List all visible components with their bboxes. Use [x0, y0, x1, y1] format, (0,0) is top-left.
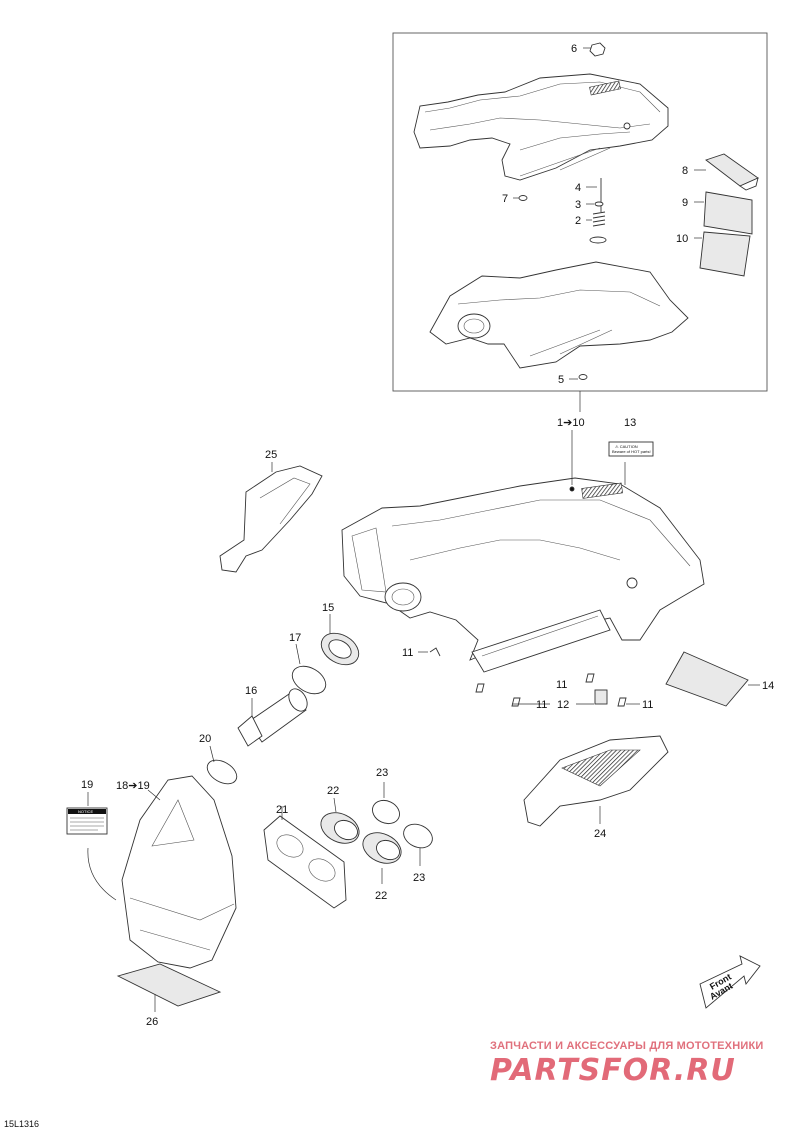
caution-decal-text: Beware of HOT parts!	[612, 449, 651, 454]
watermark-tagline: ЗАПЧАСТИ И АКСЕССУАРЫ ДЛЯ МОТОТЕХНИКИ	[490, 1040, 763, 1052]
callout-19: 19	[81, 779, 93, 791]
callout-16: 16	[245, 685, 257, 697]
callout-15: 15	[322, 602, 334, 614]
upper-housing-drawing	[413, 73, 669, 181]
filter-pads-drawing	[694, 153, 759, 277]
callout-20: 20	[199, 733, 211, 745]
callout-2: 2	[575, 215, 581, 227]
notice-decal-19: NOTICE	[66, 792, 117, 901]
intake-tube-16-drawing	[237, 688, 308, 747]
lower-duct-24-drawing	[523, 735, 669, 827]
filter-housing-18-drawing	[121, 775, 237, 969]
callout-18-19: 18➔19	[116, 780, 150, 792]
callout-22-a: 22	[327, 785, 339, 797]
callout-12: 12	[557, 699, 569, 711]
coupler-15-drawing	[320, 614, 360, 666]
diagram-code: 15L1316	[4, 1119, 39, 1129]
sleeves-22-drawing	[320, 797, 402, 884]
callout-24: 24	[594, 828, 606, 840]
adapter-plate-21-drawing	[263, 806, 347, 909]
callout-17: 17	[289, 632, 301, 644]
grommet-7-drawing	[513, 195, 528, 201]
callout-1-10: 1➔10	[557, 417, 585, 429]
callout-23-b: 23	[413, 872, 425, 884]
front-direction-marker: Front Avant	[699, 955, 761, 1009]
watermark-brand: PARTSFOR.RU	[490, 1053, 736, 1088]
airbox-assembly-drawing	[341, 477, 705, 673]
callout-9: 9	[682, 197, 688, 209]
notice-decal-title: NOTICE	[78, 809, 93, 814]
callout-6: 6	[571, 43, 577, 55]
callout-3: 3	[575, 199, 581, 211]
nut-6-drawing	[583, 42, 606, 57]
callout-11-a: 11	[402, 647, 413, 659]
clamp-17-drawing	[291, 643, 327, 695]
fastener-stack-drawing	[586, 178, 607, 244]
clip-11-drawings	[418, 647, 640, 707]
callout-11-d: 11	[642, 699, 653, 711]
callout-14: 14	[762, 680, 774, 692]
caution-decal-title: ⚠ CAUTION	[615, 444, 638, 449]
caution-decal-13: ⚠ CAUTION Beware of HOT parts!	[608, 441, 654, 457]
callout-10: 10	[676, 233, 688, 245]
pad-26-drawing	[116, 963, 222, 1012]
callout-23-a: 23	[376, 767, 388, 779]
callout-22-b: 22	[375, 890, 387, 902]
callout-11-c: 11	[536, 699, 547, 711]
callout-11-b: 11	[556, 679, 567, 691]
callout-13: 13	[624, 417, 636, 429]
callout-5: 5	[558, 374, 564, 386]
callout-21: 21	[276, 804, 288, 816]
callout-7: 7	[502, 193, 508, 205]
callout-25: 25	[265, 449, 277, 461]
clamps-23-drawing	[372, 782, 433, 866]
o-ring-20-drawing	[206, 745, 238, 785]
callout-8: 8	[682, 165, 688, 177]
callout-26: 26	[146, 1016, 158, 1028]
lower-housing-drawing	[429, 261, 689, 380]
duct-25-drawing	[219, 465, 323, 573]
callout-4: 4	[575, 182, 581, 194]
heat-shield-14-drawing	[665, 651, 760, 707]
